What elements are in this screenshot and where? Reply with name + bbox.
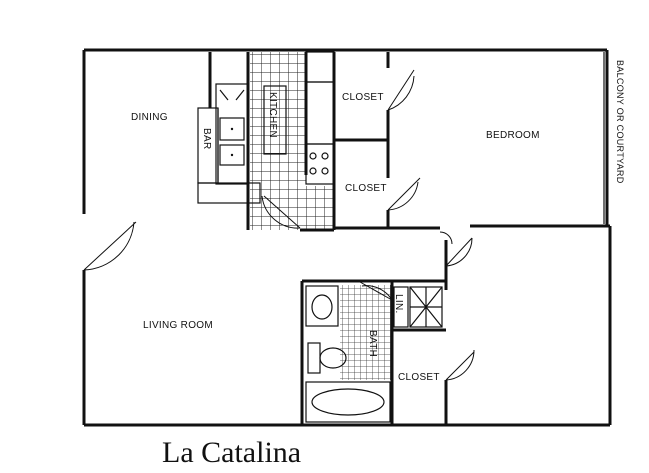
closet-top-label: CLOSET [342, 92, 384, 103]
balcony-label: BALCONY OR COURTYARD [615, 60, 625, 184]
bar-label: BAR [201, 128, 212, 149]
closet-bath-label: CLOSET [398, 372, 440, 383]
doors [83, 69, 475, 381]
sink [219, 117, 245, 141]
kitchen-entry-tile [264, 186, 334, 230]
bathtub [305, 381, 391, 423]
bath-label: BATH [367, 330, 378, 357]
kitchen-counters [197, 51, 335, 204]
bath-fixtures [305, 285, 443, 423]
plan-name: La Catalina [162, 436, 301, 469]
living-room-label: LIVING ROOM [143, 320, 213, 331]
dining-label: DINING [131, 112, 168, 123]
toilet [319, 347, 347, 369]
bath-tile-floor [340, 285, 392, 380]
linen-label: LIN. [393, 294, 404, 314]
kitchen-label: KITCHEN [267, 92, 278, 138]
outer-walls [82, 48, 612, 427]
bedroom-label: BEDROOM [486, 130, 540, 141]
bath-sink [311, 294, 333, 320]
stove [305, 143, 335, 185]
closet-mid-label: CLOSET [345, 183, 387, 194]
